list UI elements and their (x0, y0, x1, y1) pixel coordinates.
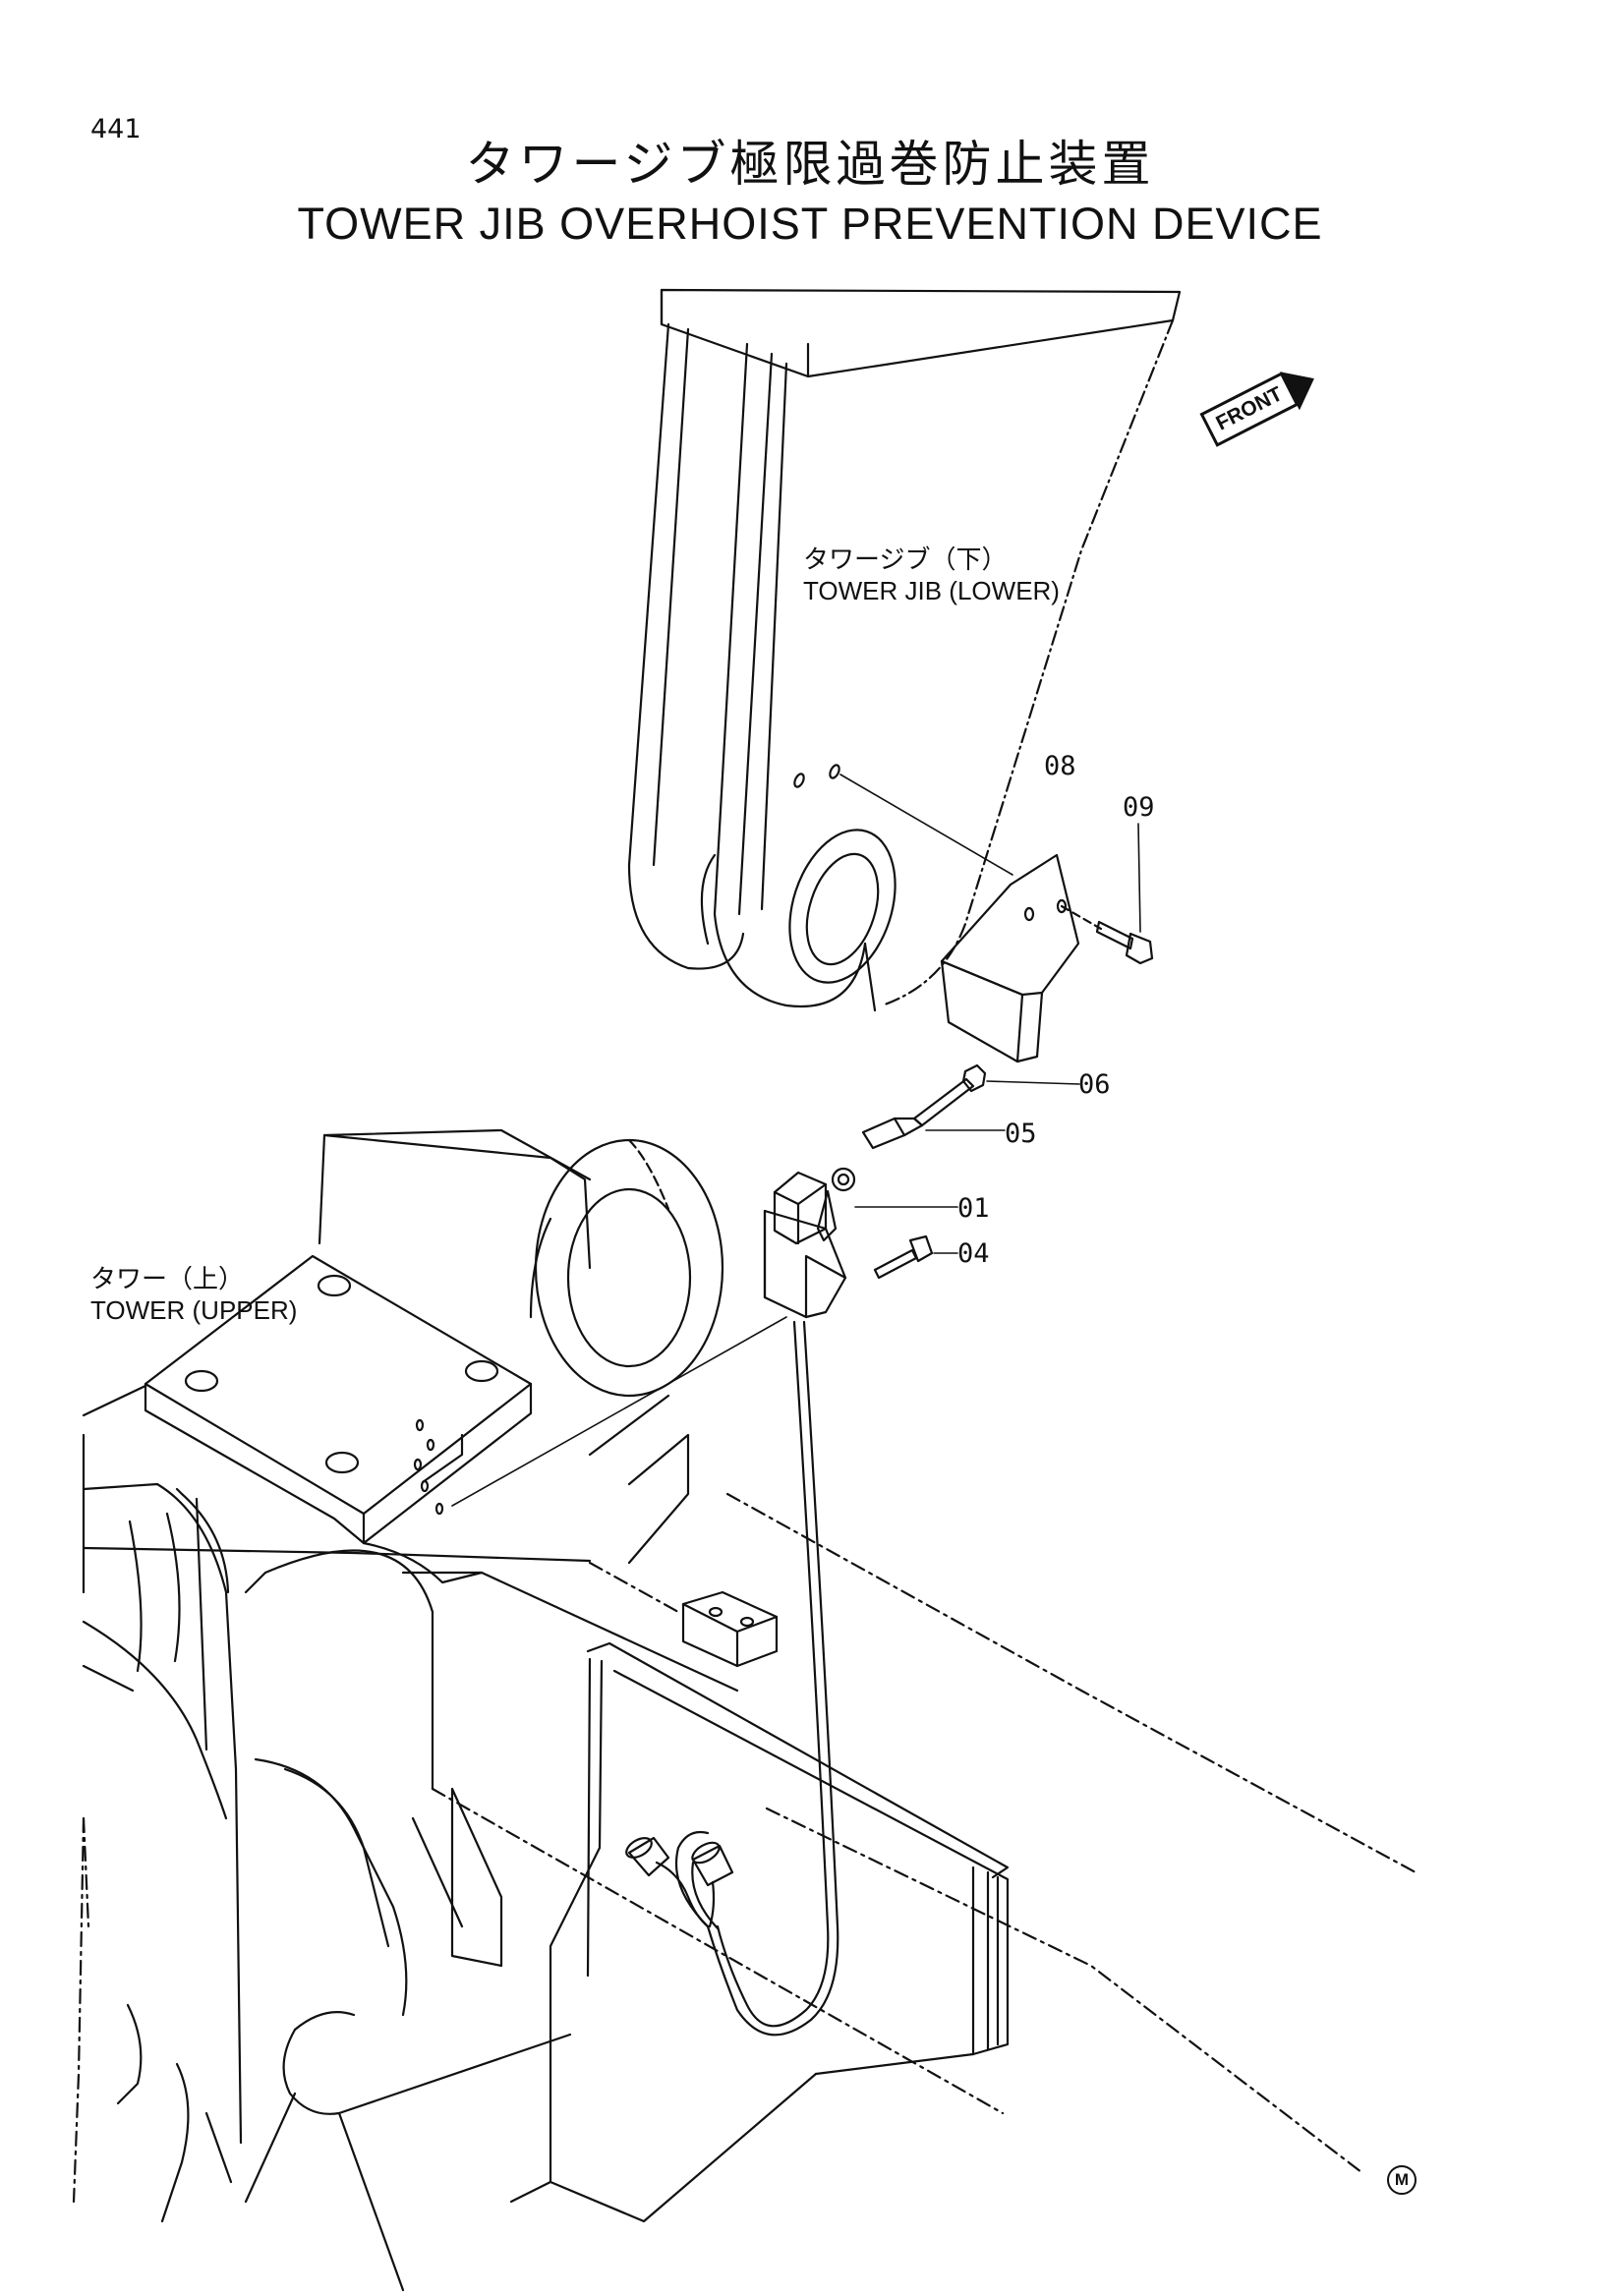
nut-06 (961, 1063, 1080, 1093)
page-number: 441 (90, 114, 142, 144)
label-tower-upper-en: TOWER (UPPER) (90, 1295, 298, 1325)
bracket-08 (839, 774, 1103, 1063)
callout-01: 01 (957, 1193, 990, 1224)
label-tower-upper-jp: タワー（上） (90, 1264, 245, 1293)
bolt-09 (1095, 823, 1154, 965)
cable-harness (625, 1320, 839, 2037)
adjusting-bolt-05 (861, 1077, 1006, 1150)
label-tower-jib-lower-en: TOWER JIB (LOWER) (803, 576, 1060, 605)
switch-bolt-04 (873, 1234, 958, 1280)
title-english: TOWER JIB OVERHOIST PREVENTION DEVICE (297, 199, 1323, 249)
label-tower-jib-lower-jp: タワージブ（下） (803, 545, 1008, 574)
tower-jib-lower (627, 288, 1182, 1012)
callout-05: 05 (1005, 1119, 1037, 1149)
callout-08: 08 (1044, 751, 1076, 781)
callout-06: 06 (1078, 1069, 1111, 1100)
copyright-mark: M (1387, 2165, 1417, 2195)
title-japanese: タワージブ極限過巻防止装置 (465, 136, 1155, 193)
tower-upper (72, 1128, 1418, 2292)
limit-switch-01 (763, 1167, 958, 1319)
callout-04: 04 (957, 1238, 990, 1269)
callout-09: 09 (1123, 792, 1155, 823)
